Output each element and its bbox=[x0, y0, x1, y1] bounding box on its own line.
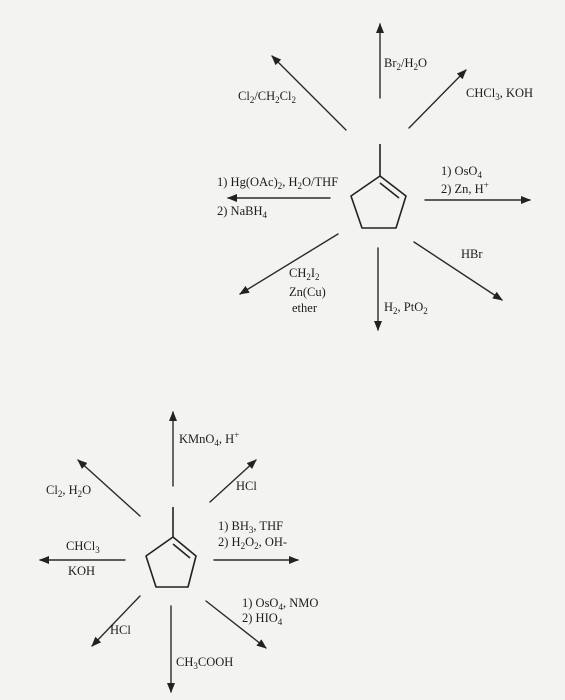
reagent-chcl3: CHCl3 bbox=[66, 539, 100, 555]
reagent-h2-pto2: H2, PtO2 bbox=[384, 300, 428, 316]
ring-double-bond-bottom bbox=[172, 543, 191, 559]
reagent-ch2i2: CH2I2 bbox=[289, 266, 320, 282]
reagent-cl2-h2o: Cl2, H2O bbox=[46, 483, 91, 499]
reagent-chcl3-koh: CHCl3, KOH bbox=[466, 86, 533, 102]
arrow-upleft-cl2-h2o bbox=[77, 459, 141, 517]
reagent-cl2-ch2cl2: Cl2/CH2Cl2 bbox=[238, 89, 296, 105]
arrow-downleft-hcl bbox=[91, 595, 141, 647]
reagent-oxymercuration-step2: 2) NaBH4 bbox=[217, 204, 267, 220]
methylenecyclopentene-bottom bbox=[145, 507, 197, 588]
reagent-hio4-step2: 2) HIO4 bbox=[242, 611, 283, 627]
reagent-ch3cooh: CH3COOH bbox=[176, 655, 233, 671]
methylenecyclopentene-top bbox=[350, 144, 407, 229]
reagent-kmno4-h: KMnO4, H+ bbox=[179, 430, 239, 448]
reagent-bh3-step1: 1) BH3, THF bbox=[218, 519, 283, 535]
reagent-h2o2-step2: 2) H2O2, OH- bbox=[218, 535, 287, 551]
arrow-downleft-simmons-smith bbox=[239, 233, 339, 295]
reagent-koh: KOH bbox=[68, 564, 95, 578]
reagent-oso4-step1: 1) OsO4 bbox=[441, 164, 482, 180]
reagent-oxymercuration-step1: 1) Hg(OAc)2, H2O/THF bbox=[217, 175, 338, 191]
arrow-upright-chcl3 bbox=[408, 69, 467, 129]
reagent-ether: ether bbox=[292, 301, 318, 315]
reagent-zn-cu: Zn(Cu) bbox=[289, 285, 326, 299]
cyclopentene-ring-top bbox=[350, 175, 407, 229]
reagent-hbr: HBr bbox=[461, 247, 483, 261]
cyclopentene-ring-bottom bbox=[145, 536, 197, 588]
arrow-downright-oso4-nmo bbox=[205, 600, 267, 649]
ring-double-bond-top bbox=[379, 182, 400, 199]
reagent-oso4-nmo-step1: 1) OsO4, NMO bbox=[242, 596, 318, 612]
reagent-br2-h2o: Br2/H2O bbox=[384, 56, 427, 72]
arrow-upleft-cl2 bbox=[271, 55, 347, 131]
arrow-upright-hcl bbox=[209, 459, 257, 503]
arrow-downright-hbr bbox=[413, 241, 503, 301]
reagent-hcl-bottom: HCl bbox=[110, 623, 131, 637]
reagent-zn-h-step2: 2) Zn, H+ bbox=[441, 180, 489, 196]
reagent-hcl-top: HCl bbox=[236, 479, 257, 493]
